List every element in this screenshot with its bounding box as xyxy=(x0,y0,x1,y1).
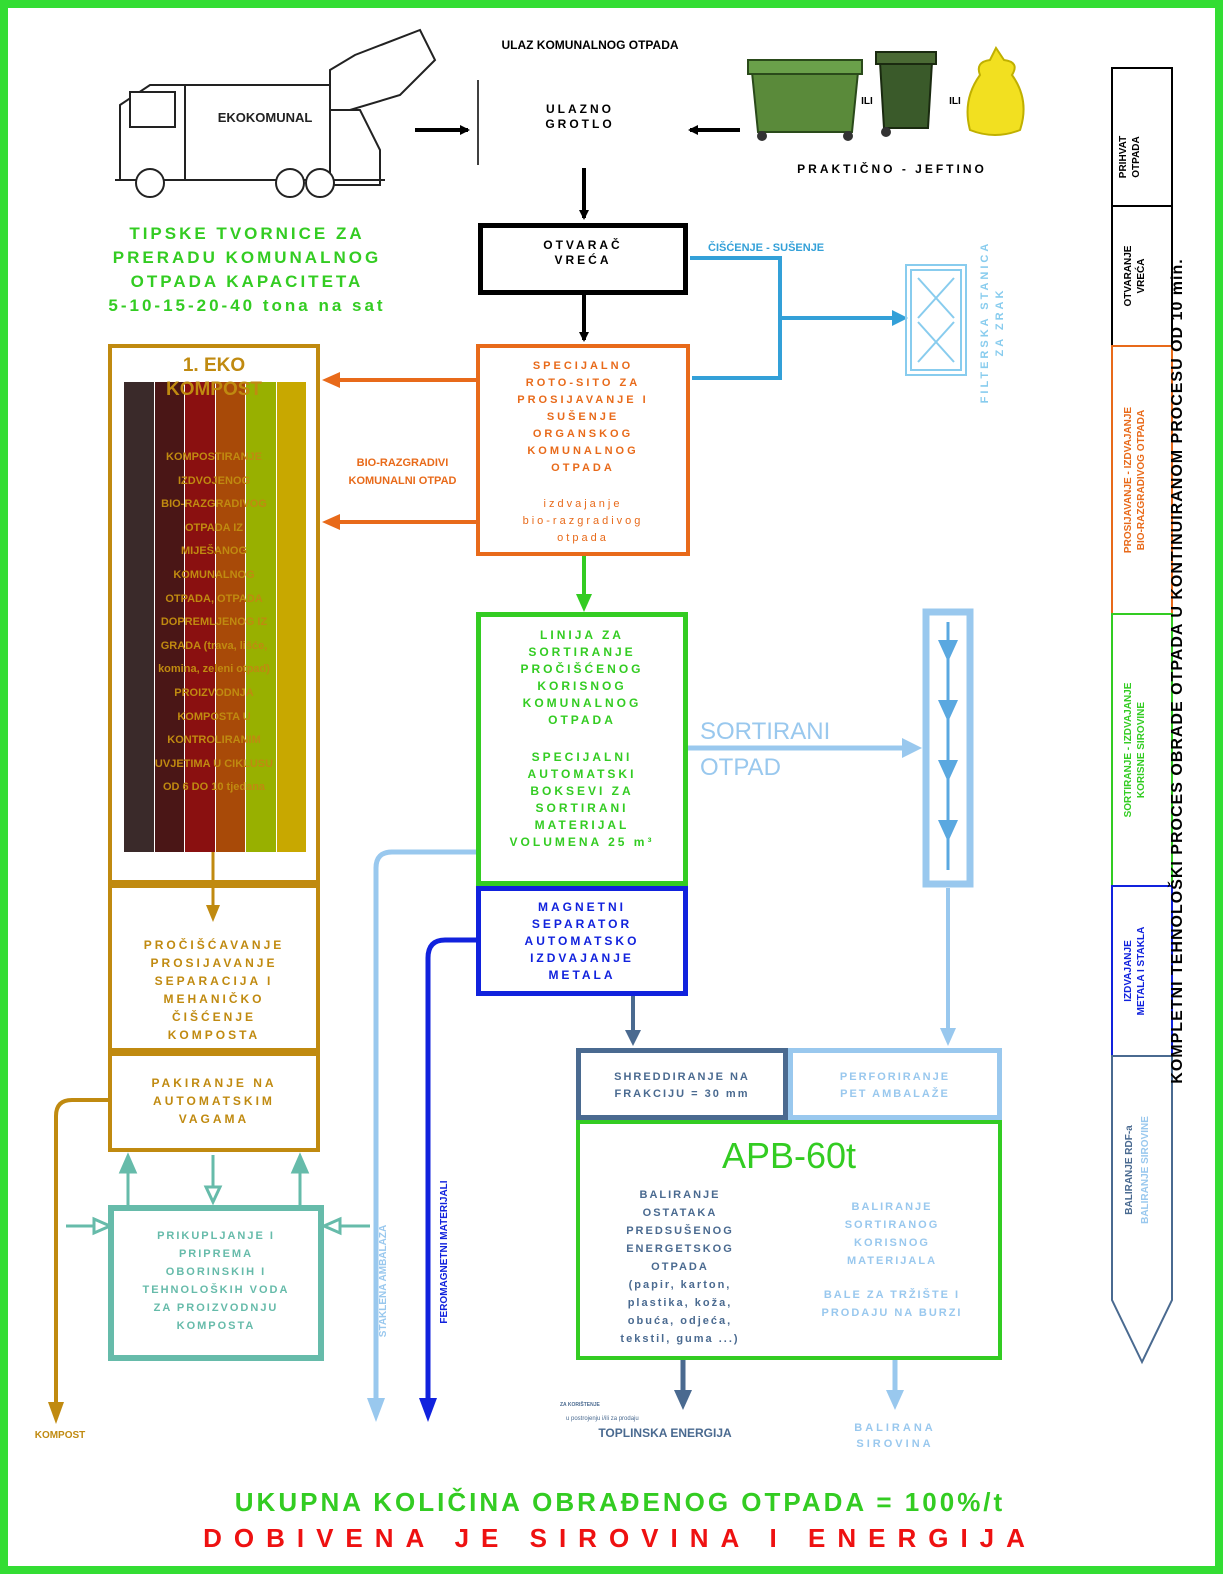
shred-label: SHREDDIRANJE NA FRAKCIJU = 30 mm xyxy=(614,1071,750,1100)
thermal-small-2: u postrojenju i/ili za prodaju xyxy=(566,1416,639,1422)
stripe-1 xyxy=(124,382,155,852)
side-stage-3: PROSIJAVANJE - IZDVAJANJE BIO-RAZGRADIVO… xyxy=(1123,406,1147,554)
purification-box: PROČIŠĆAVANJE PROSIJAVANJE SEPARACIJA I … xyxy=(108,884,320,1052)
stripe-2 xyxy=(154,382,185,852)
filter-label: FILTERSKA STANICA ZA ZRAK xyxy=(979,240,1006,404)
sorting-title: LINIJA ZA SORTIRANJE PROČIŠĆENOG KORISNO… xyxy=(520,628,644,727)
thermal-label: TOPLINSKA ENERGIJA xyxy=(598,1426,732,1440)
footer-total: UKUPNA KOLIČINA OBRAĐENOG OTPADA = 100%/… xyxy=(234,1487,1006,1517)
or-label-2: ILI xyxy=(949,96,961,107)
garbage-truck-icon xyxy=(115,28,437,198)
baled-label: BALIRANA SIROVINA xyxy=(854,1422,936,1450)
sorting-sub: SPECIJALNI AUTOMATSKI BOKSEVI ZA SORTIRA… xyxy=(509,750,655,849)
shred-box: SHREDDIRANJE NA FRAKCIJU = 30 mm xyxy=(576,1048,788,1120)
stripe-3 xyxy=(185,382,216,852)
thermal-small-1: ZA KORIŠTENJE xyxy=(560,1402,600,1408)
compost-box: 1. EKO KOMPOST KOMPOSTIRANJE IZDVOJENOG … xyxy=(108,344,320,884)
stripe-5 xyxy=(246,382,277,852)
input-title: ULAZ KOMUNALNOG OTPADA xyxy=(501,38,679,52)
glass-line xyxy=(373,849,476,1400)
sorted-label: SORTIRANI OTPAD xyxy=(700,718,831,781)
factories-title: TIPSKE TVORNICE ZA PRERADU KOMUNALNOG OT… xyxy=(108,224,386,315)
apb-right2: BALE ZA TRŽIŠTE I PRODAJU NA BURZI xyxy=(821,1289,963,1319)
bag-opener-box: OTVARAČ VREĆA xyxy=(478,223,688,295)
bio-label: BIO-RAZGRADIVI KOMUNALNI OTPAD xyxy=(348,457,457,487)
apb-left: BALIRANJE OSTATAKA PREDSUŠENOG ENERGETSK… xyxy=(620,1189,740,1345)
water-box: PRIKUPLJANJE I PRIPREMA OBORINSKIH I TEH… xyxy=(108,1205,324,1361)
water-label: PRIKUPLJANJE I PRIPREMA OBORINSKIH I TEH… xyxy=(142,1230,290,1332)
compost-out-label: KOMPOST xyxy=(34,1430,86,1441)
glass-label: STAKLENA AMBALAŽA xyxy=(378,1224,389,1338)
bin-small-icon xyxy=(875,51,937,137)
practical-label: PRAKTIČNO - JEFTINO xyxy=(797,162,987,176)
compost-stripes xyxy=(124,382,306,852)
side-stage-2: OTVARANJE VREĆA xyxy=(1123,245,1147,307)
purification-label: PROČIŠĆAVANJE PROSIJAVANJE SEPARACIJA I … xyxy=(143,938,285,1042)
perf-label: PERFORIRANJE PET AMBALAŽE xyxy=(839,1071,951,1100)
compost-title: 1. EKO KOMPOST xyxy=(165,355,263,400)
intake-label: ULAZNO GROTLO xyxy=(545,102,615,131)
apb-right: BALIRANJE SORTIRANOG KORISNOG MATERIJALA xyxy=(844,1201,940,1267)
side-process-bar xyxy=(1111,67,1173,1365)
magnet-box: MAGNETNI SEPARATOR AUTOMATSKO IZDVAJANJE… xyxy=(476,886,688,996)
cleaning-label: ČIŠĆENJE - SUŠENJE xyxy=(708,242,825,254)
roto-sieve-box: SPECIJALNO ROTO-SITO ZA PROSIJAVANJE I S… xyxy=(476,344,690,556)
ferro-label: FEROMAGNETNI MATERIJALI xyxy=(439,1180,450,1324)
sorting-box: LINIJA ZA SORTIRANJE PROČIŠĆENOG KORISNO… xyxy=(476,612,688,886)
sorting-column xyxy=(922,608,974,888)
side-title: KOMPLETNI TEHNOLOŠKI PROCES OBRADE OTPAD… xyxy=(1169,258,1186,1084)
stripe-6 xyxy=(276,382,306,852)
perf-box: PERFORIRANJE PET AMBALAŽE xyxy=(788,1048,1002,1120)
footer-result: DOBIVENA JE SIROVINA I ENERGIJA xyxy=(203,1523,1037,1553)
side-stage-4: SORTIRANJE - IZDVAJANJE KORISNE SIROVINE xyxy=(1123,682,1147,818)
compost-out-line xyxy=(54,1098,108,1405)
or-label-1: ILI xyxy=(861,96,873,107)
roto-sub: izdvajanje bio-razgradivog otpada xyxy=(522,498,644,544)
water-arrows xyxy=(66,1152,370,1236)
ferro-line xyxy=(425,937,478,1400)
truck-label: EKOKOMUNAL xyxy=(217,110,313,125)
stripe-4 xyxy=(215,382,246,852)
packing-label: PAKIRANJE NA AUTOMATSKIM VAGAMA xyxy=(151,1076,277,1126)
cleaning-line xyxy=(690,256,782,380)
compost-body: KOMPOSTIRANJE IZDVOJENOG BIO-RAZGRADIVOG… xyxy=(154,451,274,794)
bag-opener-label: OTVARAČ VREĆA xyxy=(543,238,623,267)
packing-box: PAKIRANJE NA AUTOMATSKIM VAGAMA xyxy=(108,1052,320,1152)
apb-title: APB-60t xyxy=(721,1135,857,1176)
filter-icon xyxy=(905,264,967,376)
side-stage-5: IZDVAJANJE METALA I STAKLA xyxy=(1123,926,1147,1016)
roto-title: SPECIJALNO ROTO-SITO ZA PROSIJAVANJE I S… xyxy=(517,360,649,474)
garbage-bag-icon xyxy=(966,46,1025,136)
magnet-label: MAGNETNI SEPARATOR AUTOMATSKO IZDVAJANJE… xyxy=(524,900,640,982)
side-stage-6b: BALIRANJE SIROVINE xyxy=(1140,1116,1151,1224)
bin-large-icon xyxy=(747,59,863,141)
apb-box: APB-60t BALIRANJE OSTATAKA PREDSUŠENOG E… xyxy=(576,1120,1002,1360)
